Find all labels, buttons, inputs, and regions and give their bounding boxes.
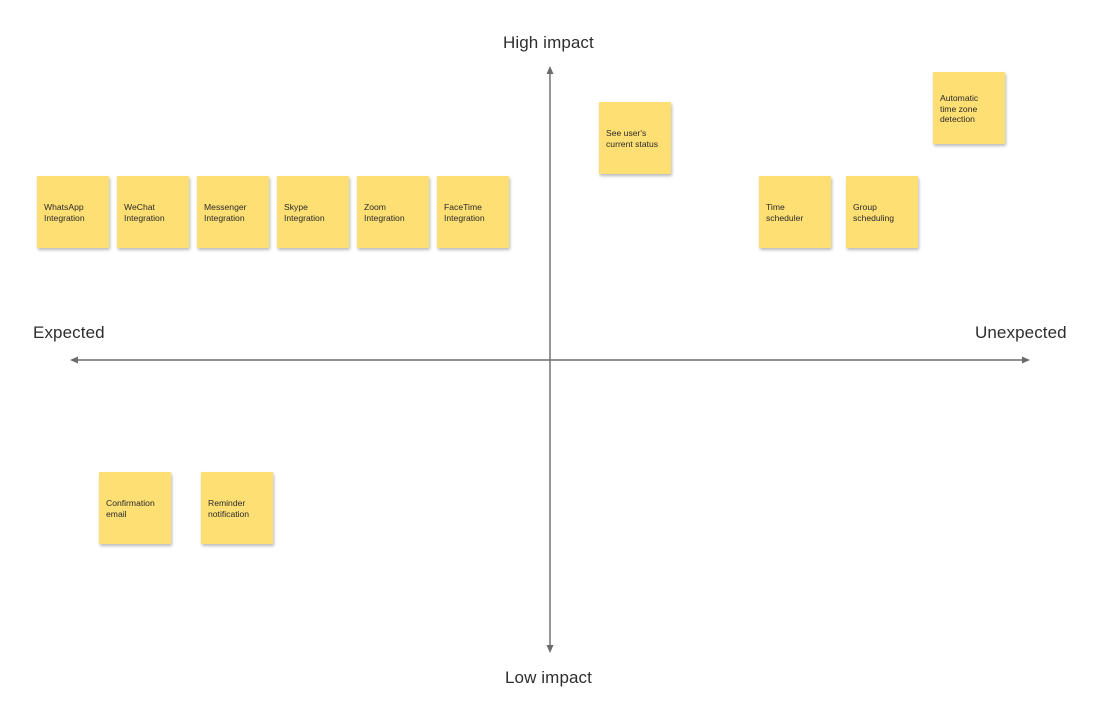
arrow-down-icon	[546, 645, 554, 653]
sticky-note-text: FaceTime Integration	[444, 202, 485, 223]
axis-label-high-impact: High impact	[503, 33, 594, 52]
sticky-note-group-scheduling[interactable]: Group scheduling	[846, 176, 918, 248]
sticky-note-zoom[interactable]: Zoom Integration	[357, 176, 429, 248]
sticky-note-whatsapp[interactable]: WhatsApp Integration	[37, 176, 109, 248]
axis-label-unexpected: Unexpected	[975, 323, 1067, 342]
sticky-note-text: Time scheduler	[766, 202, 804, 223]
sticky-note-confirmation-email[interactable]: Confirmation email	[99, 472, 171, 544]
sticky-note-time-scheduler[interactable]: Time scheduler	[759, 176, 831, 248]
sticky-note-auto-timezone[interactable]: Automatic time zone detection	[933, 72, 1005, 144]
axis-label-low-impact: Low impact	[505, 668, 592, 687]
sticky-note-reminder[interactable]: Reminder notification	[201, 472, 273, 544]
sticky-note-text: Skype Integration	[284, 202, 325, 223]
sticky-note-text: WeChat Integration	[124, 202, 165, 223]
sticky-note-text: WhatsApp Integration	[44, 202, 85, 223]
sticky-note-facetime[interactable]: FaceTime Integration	[437, 176, 509, 248]
axis-label-expected: Expected	[33, 323, 105, 342]
sticky-note-text: Automatic time zone detection	[940, 93, 979, 125]
arrow-right-icon	[1022, 356, 1030, 364]
sticky-note-user-status[interactable]: See user's current status	[599, 102, 671, 174]
horizontal-axis	[70, 356, 1030, 364]
sticky-note-wechat[interactable]: WeChat Integration	[117, 176, 189, 248]
sticky-note-text: Reminder notification	[208, 498, 250, 519]
sticky-note-text: Zoom Integration	[364, 202, 405, 223]
sticky-note-skype[interactable]: Skype Integration	[277, 176, 349, 248]
sticky-note-messenger[interactable]: Messenger Integration	[197, 176, 269, 248]
sticky-note-text: Messenger Integration	[204, 202, 247, 223]
sticky-note-text: Confirmation email	[106, 498, 155, 519]
arrow-left-icon	[70, 356, 78, 364]
arrow-up-icon	[546, 66, 554, 74]
sticky-note-text: Group scheduling	[853, 202, 895, 223]
sticky-note-text: See user's current status	[606, 128, 659, 149]
